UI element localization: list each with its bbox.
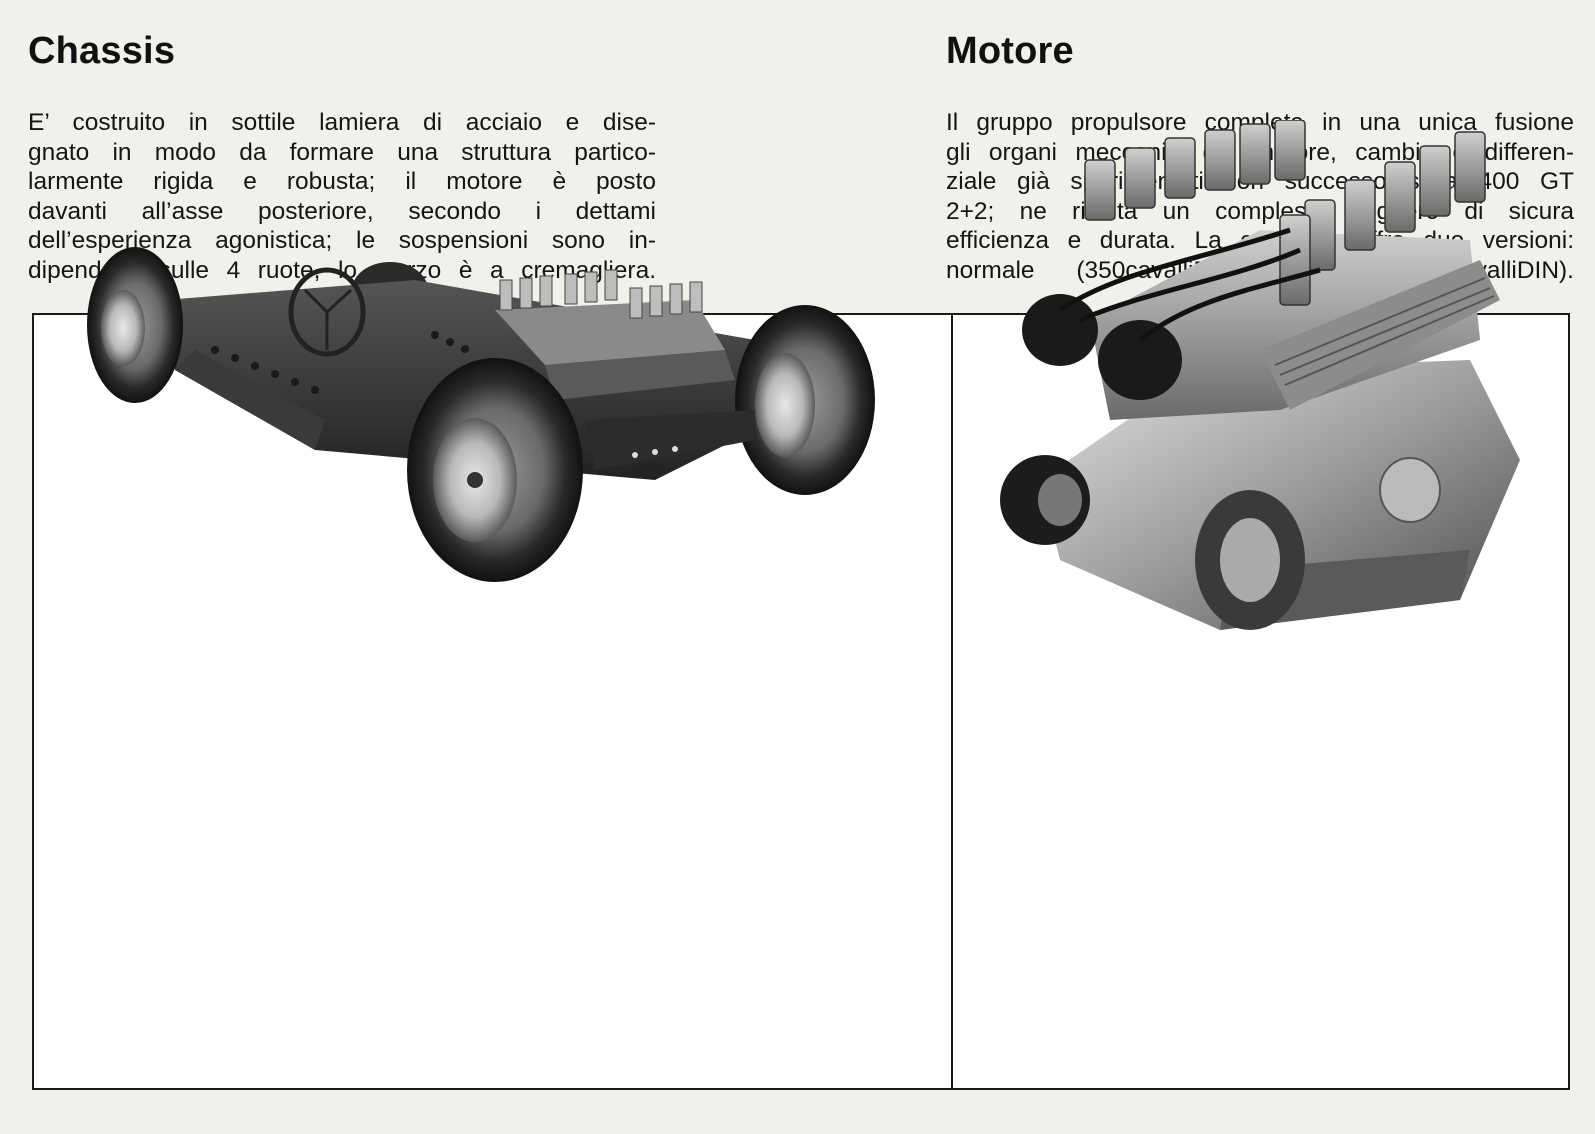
chassis-description: E’ costruito in sottile lamiera di accia…	[28, 108, 656, 285]
chassis-line: gnato in modo da formare una struttura p…	[28, 138, 656, 166]
engine-photo	[1000, 120, 1540, 650]
chassis-line: larmente rigida e robusta; il motore è p…	[28, 168, 656, 195]
motore-heading: Motore	[946, 30, 1074, 72]
chassis-line: E’ costruito in sottile lamiera di accia…	[28, 109, 656, 136]
chassis-photo	[55, 240, 885, 620]
frame-divider	[951, 315, 953, 1088]
chassis-line: davanti all’asse posteriore, secondo i d…	[28, 197, 656, 225]
chassis-heading: Chassis	[28, 30, 176, 72]
